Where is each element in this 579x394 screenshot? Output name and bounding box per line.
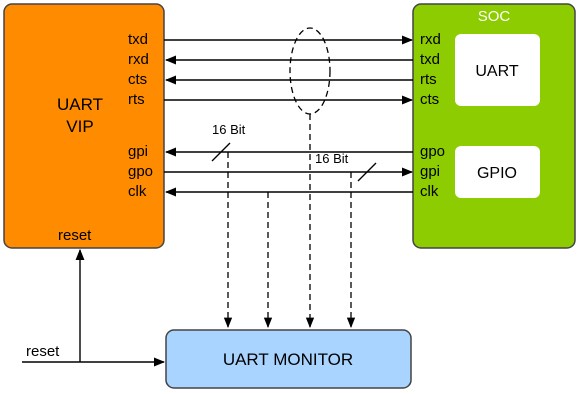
soc-port-clk: clk (420, 183, 439, 200)
soc-port-txd: txd (420, 51, 440, 68)
vip-port-txd: txd (128, 31, 148, 48)
vip-port-cts: cts (128, 71, 147, 88)
soc-title: SOC (478, 8, 511, 25)
gpo-bus-width-label: 16 Bit (315, 151, 349, 166)
uart-monitor-label: UART MONITOR (223, 350, 353, 369)
gpo-bus-slash (357, 162, 377, 182)
vip-port-rts: rts (128, 91, 145, 108)
soc-port-gpo: gpo (420, 143, 445, 160)
gpi-bus-slash (211, 142, 231, 162)
external-reset-label: reset (26, 343, 60, 360)
soc-port-rts: rts (420, 71, 437, 88)
soc-port-rxd: rxd (420, 31, 441, 48)
uart-monitor-block (165, 329, 412, 389)
vip-port-gpo: gpo (128, 163, 153, 180)
soc-uart-block (455, 34, 540, 106)
vip-port-clk: clk (128, 183, 147, 200)
uart-vip-title-line2: VIP (66, 117, 93, 136)
uart-vip-block (3, 3, 165, 249)
soc-gpio-block (455, 146, 540, 198)
soc-port-gpi: gpi (420, 163, 440, 180)
uart-vip-title-line1: UART (57, 95, 103, 114)
soc-gpio-label: GPIO (477, 165, 517, 182)
soc-port-cts: cts (420, 91, 439, 108)
uart-tap-ellipse (289, 27, 331, 115)
vip-port-gpi: gpi (128, 143, 148, 160)
soc-uart-label: UART (475, 63, 518, 80)
uart-vip-reset-label: reset (58, 227, 92, 244)
vip-port-rxd: rxd (128, 51, 149, 68)
gpi-bus-width-label: 16 Bit (212, 122, 246, 137)
